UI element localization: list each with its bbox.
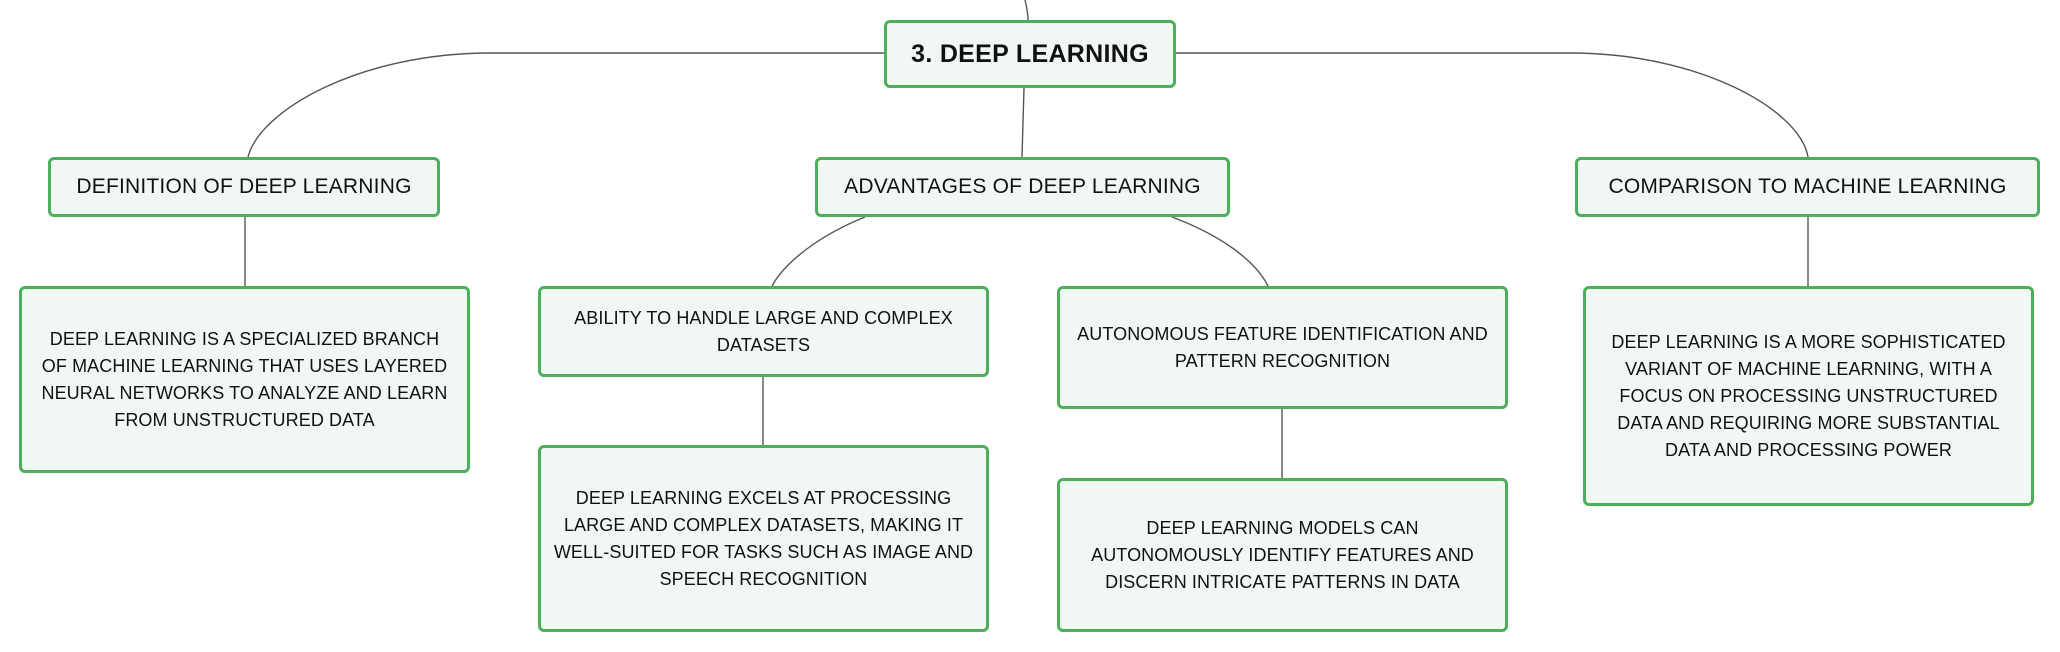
advantages-label: ADVANTAGES OF DEEP LEARNING: [844, 175, 1201, 198]
feature-identification-label: AUTONOMOUS FEATURE IDENTIFICATION AND PA…: [1077, 323, 1488, 371]
large-datasets-detail-node[interactable]: DEEP LEARNING EXCELS AT PROCESSING LARGE…: [538, 445, 989, 632]
connector-advantages-to-large-datasets: [771, 216, 866, 287]
feature-identification-node[interactable]: AUTONOMOUS FEATURE IDENTIFICATION AND PA…: [1057, 286, 1508, 409]
definition-label: DEFINITION OF DEEP LEARNING: [76, 175, 412, 198]
central-topic-node[interactable]: 3. DEEP LEARNING: [884, 20, 1176, 88]
connector-root-to-definition: [247, 52, 884, 158]
connector-parent-to-root: [1024, 0, 1029, 21]
advantages-node[interactable]: ADVANTAGES OF DEEP LEARNING: [815, 157, 1230, 217]
comparison-node[interactable]: COMPARISON TO MACHINE LEARNING: [1575, 157, 2040, 217]
feature-identification-detail-node[interactable]: DEEP LEARNING MODELS CAN AUTONOMOUSLY ID…: [1057, 478, 1508, 632]
connector-advantages-to-feature-identification: [1171, 216, 1269, 287]
comparison-label: COMPARISON TO MACHINE LEARNING: [1608, 175, 2007, 198]
definition-detail-node[interactable]: DEEP LEARNING IS A SPECIALIZED BRANCH OF…: [19, 286, 470, 473]
feature-identification-detail-text: DEEP LEARNING MODELS CAN AUTONOMOUSLY ID…: [1091, 517, 1474, 592]
large-datasets-label: ABILITY TO HANDLE LARGE AND COMPLEX DATA…: [574, 307, 953, 355]
definition-node[interactable]: DEFINITION OF DEEP LEARNING: [48, 157, 440, 217]
comparison-detail-text: DEEP LEARNING IS A MORE SOPHISTICATED VA…: [1611, 331, 2006, 460]
comparison-detail-node[interactable]: DEEP LEARNING IS A MORE SOPHISTICATED VA…: [1583, 286, 2034, 506]
central-topic-label: 3. DEEP LEARNING: [911, 39, 1149, 68]
connector-root-to-advantages: [1021, 87, 1025, 158]
connector-root-to-comparison: [1176, 52, 1809, 158]
large-datasets-node[interactable]: ABILITY TO HANDLE LARGE AND COMPLEX DATA…: [538, 286, 989, 377]
large-datasets-detail-text: DEEP LEARNING EXCELS AT PROCESSING LARGE…: [553, 487, 974, 589]
definition-detail-text: DEEP LEARNING IS A SPECIALIZED BRANCH OF…: [41, 328, 448, 430]
